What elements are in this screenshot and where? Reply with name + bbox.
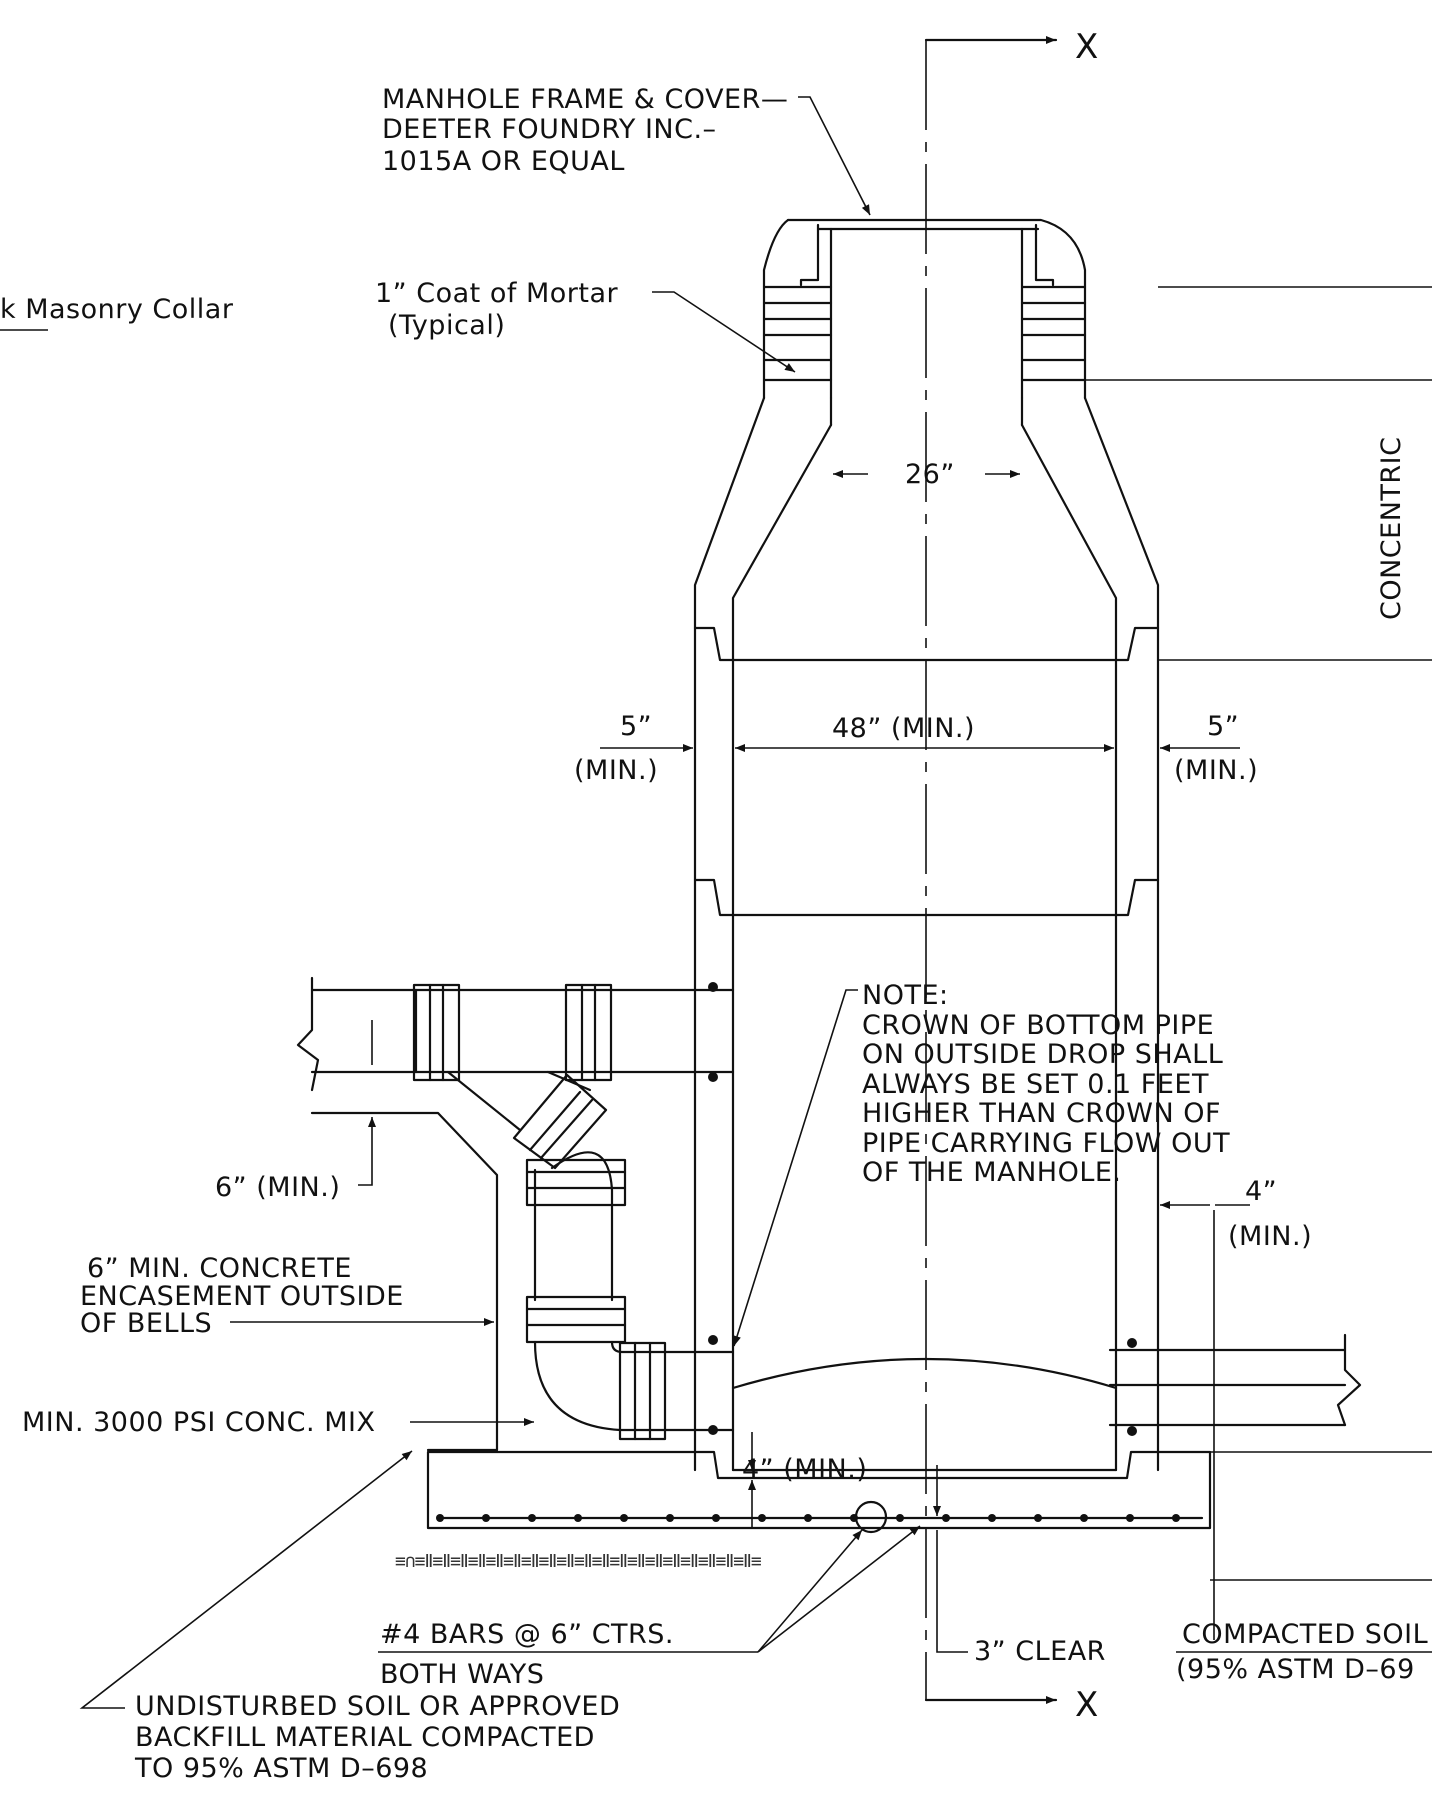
svg-text:OF THE MANHOLE.: OF THE MANHOLE.: [862, 1157, 1122, 1188]
rebar-dot: [988, 1514, 996, 1522]
dim-48: 48” (MIN.): [735, 713, 1114, 752]
rebar-dot: [850, 1514, 858, 1522]
rebar-dot: [896, 1514, 904, 1522]
svg-text:26”: 26”: [905, 459, 955, 490]
svg-text:5”: 5”: [1207, 711, 1239, 742]
rebar-dot: [712, 1514, 720, 1522]
svg-text:MIN. 3000 PSI CONC. MIX: MIN. 3000 PSI CONC. MIX: [22, 1407, 375, 1438]
eccentric-cone: [693, 286, 1432, 1472]
dim-5-left: 5” (MIN.): [574, 711, 693, 786]
svg-text:MANHOLE FRAME & COVER—: MANHOLE FRAME & COVER—: [382, 84, 788, 115]
rebar-dot: [620, 1514, 628, 1522]
dim-26: 26”: [833, 459, 1020, 490]
concentric-label: CONCENTRIC: [1376, 437, 1407, 620]
svg-text:#4 BARS @ 6” CTRS.: #4 BARS @ 6” CTRS.: [380, 1619, 674, 1650]
svg-text:(MIN.): (MIN.): [1228, 1221, 1312, 1252]
svg-text:3” CLEAR: 3” CLEAR: [974, 1636, 1106, 1667]
collar-label: k Masonry Collar: [0, 294, 234, 325]
svg-text:HIGHER THAN CROWN OF: HIGHER THAN CROWN OF: [862, 1098, 1221, 1129]
base-slab: [426, 1357, 1212, 1534]
mortar-rings: [762, 285, 1087, 382]
svg-text:5”: 5”: [620, 711, 652, 742]
dim-6-label: 6” (MIN.): [215, 1117, 376, 1203]
svg-text:NOTE:: NOTE:: [862, 980, 949, 1011]
dim-5-right: 5” (MIN.): [1160, 711, 1258, 786]
svg-text:UNDISTURBED SOIL OR APPROVED: UNDISTURBED SOIL OR APPROVED: [135, 1691, 620, 1722]
svg-text:48” (MIN.): 48” (MIN.): [832, 713, 975, 744]
svg-text:DEETER FOUNDRY INC.–: DEETER FOUNDRY INC.–: [382, 114, 717, 145]
rebar-dot: [1080, 1514, 1088, 1522]
outlet-pipe: [1108, 1333, 1362, 1436]
manhole-frame: [762, 218, 1087, 400]
dim-4-bottom: 4” (MIN.): [742, 1432, 941, 1528]
note-block: NOTE: CROWN OF BOTTOM PIPE ON OUTSIDE DR…: [733, 980, 1230, 1347]
undisturbed-label: UNDISTURBED SOIL OR APPROVED BACKFILL MA…: [79, 1450, 620, 1784]
rebar-dot: [1034, 1514, 1042, 1522]
compacted-label: COMPACTED SOIL (95% ASTM D–69: [1176, 1451, 1432, 1685]
rebar-dot: [436, 1514, 444, 1522]
section-mark-bottom: X: [1075, 1685, 1098, 1725]
svg-text:ENCASEMENT OUTSIDE: ENCASEMENT OUTSIDE: [80, 1281, 404, 1312]
svg-text:(Typical): (Typical): [388, 310, 505, 341]
svg-text:1015A OR EQUAL: 1015A OR EQUAL: [382, 146, 625, 177]
centerline: [924, 36, 1058, 1704]
svg-text:4” (MIN.): 4” (MIN.): [742, 1454, 867, 1485]
dim-4-right: 4” (MIN.): [1160, 1176, 1312, 1640]
soil-hatch-base: ≡∩≡Ⅱ≡Ⅱ≡Ⅱ≡Ⅱ≡Ⅱ≡Ⅱ≡Ⅱ≡Ⅱ≡Ⅱ≡Ⅱ≡Ⅱ≡Ⅱ≡Ⅱ≡Ⅱ≡Ⅱ≡Ⅱ≡Ⅱ≡Ⅱ≡Ⅱ…: [395, 1551, 762, 1572]
rebar-dot: [528, 1514, 536, 1522]
section-mark-top: X: [1075, 27, 1098, 67]
rebar-dot: [1126, 1514, 1134, 1522]
svg-text:(MIN.): (MIN.): [1174, 755, 1258, 786]
conc-mix-label: MIN. 3000 PSI CONC. MIX: [22, 1407, 534, 1438]
svg-text:BACKFILL MATERIAL COMPACTED: BACKFILL MATERIAL COMPACTED: [135, 1722, 595, 1753]
svg-text:(95% ASTM D–69: (95% ASTM D–69: [1176, 1654, 1415, 1685]
bars-label: #4 BARS @ 6” CTRS. BOTH WAYS: [378, 1525, 921, 1690]
svg-text:CROWN OF BOTTOM PIPE: CROWN OF BOTTOM PIPE: [862, 1010, 1214, 1041]
rebar-dot: [574, 1514, 582, 1522]
svg-text:PIPE CARRYING FLOW OUT: PIPE CARRYING FLOW OUT: [862, 1128, 1230, 1159]
clear-label: 3” CLEAR: [936, 1530, 1106, 1667]
rebar-dot: [804, 1514, 812, 1522]
svg-text:OF BELLS: OF BELLS: [80, 1308, 212, 1339]
svg-text:COMPACTED SOIL: COMPACTED SOIL: [1182, 1619, 1428, 1650]
svg-text:(MIN.): (MIN.): [574, 755, 658, 786]
rebar-dot: [758, 1514, 766, 1522]
svg-text:ALWAYS BE SET 0.1 FEET: ALWAYS BE SET 0.1 FEET: [862, 1069, 1209, 1100]
svg-text:BOTH WAYS: BOTH WAYS: [380, 1659, 544, 1690]
svg-text:ON OUTSIDE DROP SHALL: ON OUTSIDE DROP SHALL: [862, 1039, 1223, 1070]
svg-text:6” MIN. CONCRETE: 6” MIN. CONCRETE: [87, 1253, 352, 1284]
svg-text:TO 95% ASTM D–698: TO 95% ASTM D–698: [134, 1753, 428, 1784]
svg-text:4”: 4”: [1245, 1176, 1277, 1207]
rebar-dot: [1172, 1514, 1180, 1522]
rebar-dot: [482, 1514, 490, 1522]
rebar-dot: [942, 1514, 950, 1522]
encasement-label: 6” MIN. CONCRETE ENCASEMENT OUTSIDE OF B…: [80, 1253, 494, 1339]
svg-text:1” Coat of Mortar: 1” Coat of Mortar: [375, 278, 618, 309]
rebar-dots: [436, 1514, 1180, 1522]
rebar-dot: [666, 1514, 674, 1522]
mortar-label: 1” Coat of Mortar (Typical): [375, 278, 796, 373]
frame-cover-label: MANHOLE FRAME & COVER— DEETER FOUNDRY IN…: [382, 84, 871, 216]
drop-connection: [296, 976, 735, 1452]
svg-text:6” (MIN.): 6” (MIN.): [215, 1172, 340, 1203]
